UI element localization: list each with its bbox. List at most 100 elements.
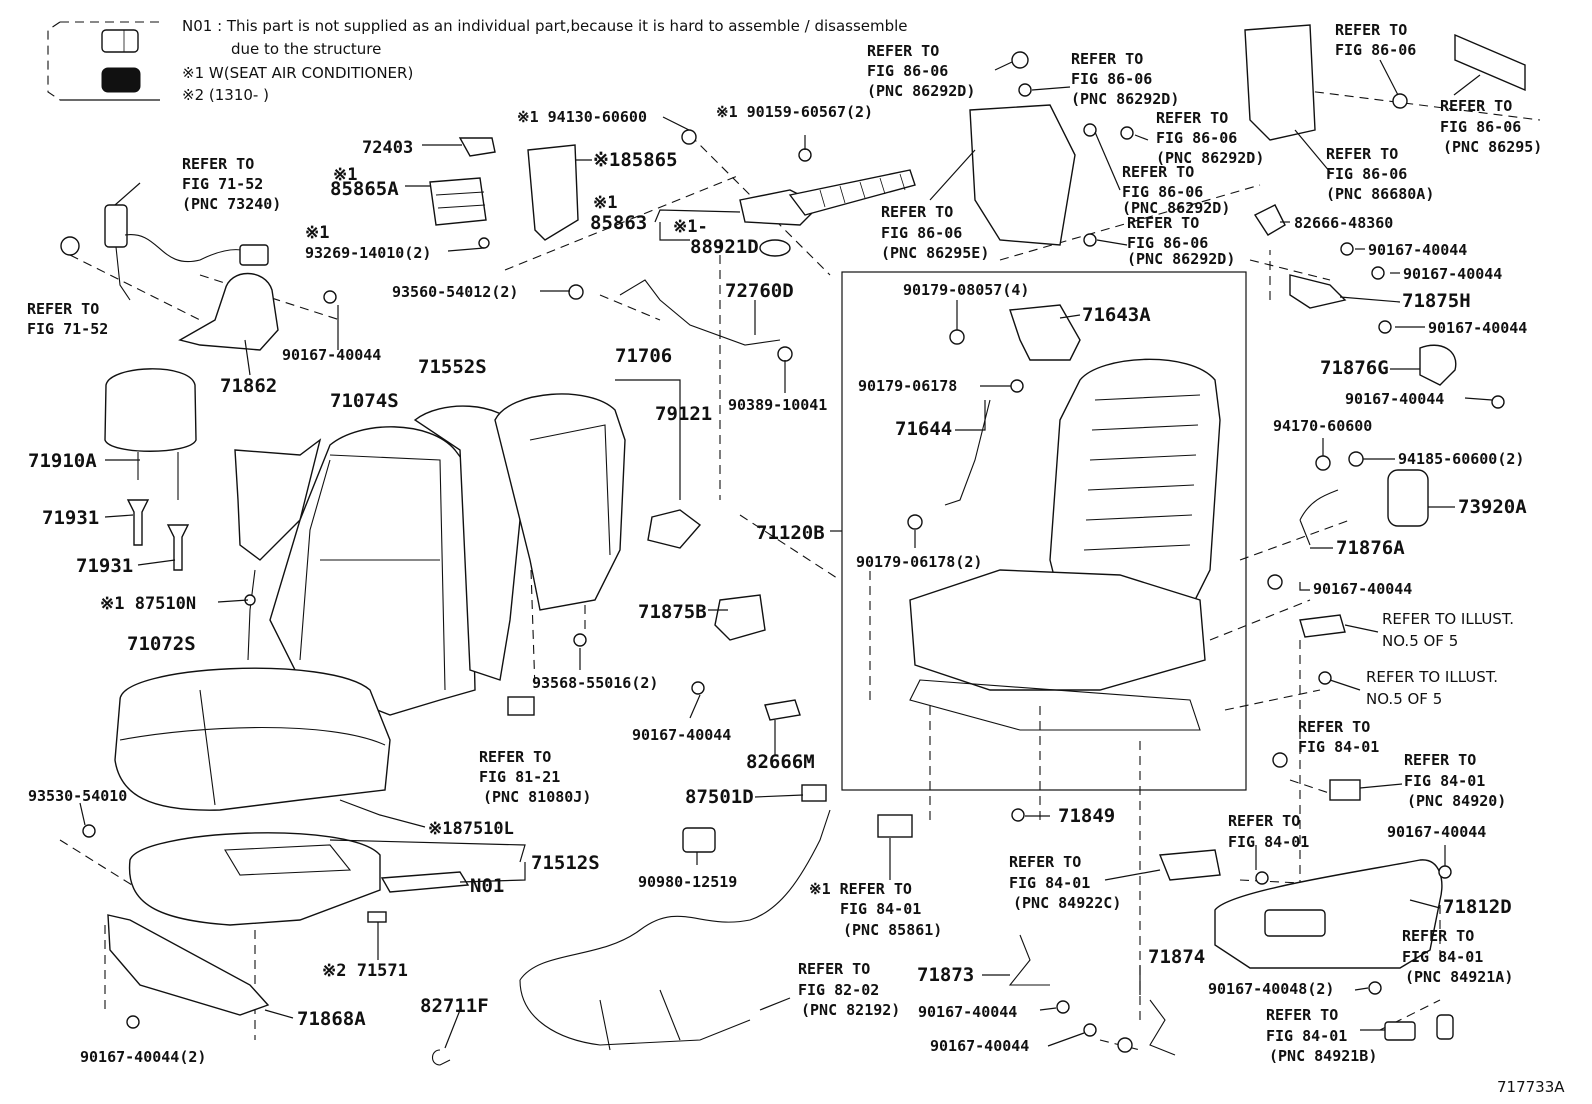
label-90179-06178: 90179-06178: [858, 377, 957, 395]
label-71931-a: 71931: [42, 507, 99, 529]
label-82666-48360: 82666-48360: [1294, 214, 1393, 232]
duct-85865-drawing: [527, 144, 579, 241]
svg-text:FIG 84-01: FIG 84-01: [1266, 1027, 1347, 1045]
shield-71812d-drawing: [1214, 859, 1443, 969]
label-71644: 71644: [895, 418, 952, 440]
label-71120b: 71120B: [756, 522, 825, 544]
label-82711f: 82711F: [420, 995, 489, 1017]
svg-text:REFER TO: REFER TO: [182, 155, 254, 173]
label-90167-e: 90167-40044: [1403, 265, 1502, 283]
label-87501d: 87501D: [685, 786, 754, 808]
reference-callouts: REFER TO FIG 71-52 (PNC 73240) REFER TO …: [27, 21, 1542, 1065]
label-94170: 94170-60600: [1273, 417, 1372, 435]
svg-text:NO.5 OF 5: NO.5 OF 5: [1366, 690, 1442, 708]
label-85863: 85863: [590, 212, 647, 234]
bolt-icon-2: [568, 284, 584, 300]
svg-text:REFER TO: REFER TO: [27, 300, 99, 318]
label-71074s: 71074S: [330, 390, 399, 412]
svg-text:REFER TO: REFER TO: [1228, 812, 1300, 830]
ref-fig-84-01-c: REFER TO FIG 84-01: [1228, 812, 1309, 851]
label-88921d: 88921D: [690, 236, 759, 258]
svg-text:(PNC 86295E): (PNC 86295E): [881, 244, 989, 262]
label-85865a: 85865A: [330, 178, 399, 200]
svg-text:(PNC 85861): (PNC 85861): [843, 921, 942, 939]
label-90980: 90980-12519: [638, 873, 737, 891]
label-71875b: 71875B: [638, 601, 707, 623]
svg-text:(PNC 86292D): (PNC 86292D): [867, 82, 975, 100]
bracket-71874-drawing: [1149, 999, 1176, 1056]
blower-85865a-drawing: [429, 177, 487, 226]
svg-text:REFER TO: REFER TO: [1266, 1006, 1338, 1024]
diagram-code: 717733A: [1497, 1078, 1565, 1096]
ref-fig-86-06-e: REFER TO FIG 86-06 (PNC 86292D): [1122, 163, 1230, 217]
label-71552s: 71552S: [418, 356, 487, 378]
cover-71552s-drawing: [413, 405, 521, 681]
nut-icon-5: [907, 514, 923, 530]
part-drawings: [60, 24, 1526, 1066]
screw-icon: [323, 290, 337, 304]
svg-text:FIG 86-06: FIG 86-06: [1071, 70, 1152, 88]
seat-cushion-frame-71120b-drawing: [909, 569, 1206, 691]
svg-text:REFER TO: REFER TO: [1326, 145, 1398, 163]
bracket-82666m-drawing: [764, 699, 801, 721]
label-72760d: 72760D: [725, 280, 794, 302]
nut-icon: [681, 129, 697, 145]
ref-fig-86-06-d: REFER TO FIG 86-06 (PNC 86295E): [881, 203, 989, 262]
label-90167-g: 90167-40044: [1345, 390, 1444, 408]
label-93269: 93269-14010(2): [305, 244, 431, 262]
label-71874: 71874: [1148, 946, 1205, 968]
assembly-lines: [59, 89, 1541, 1051]
label-71931-b: 71931: [76, 555, 133, 577]
ref-fig-81-21: REFER TO FIG 81-21 (PNC 81080J): [479, 748, 591, 806]
label-79121: 79121: [655, 403, 712, 425]
label-71849: 71849: [1058, 805, 1115, 827]
cover-71876g-drawing: [1419, 344, 1457, 386]
cover-71875h-drawing: [1289, 274, 1347, 309]
svg-text:FIG 84-01: FIG 84-01: [1228, 833, 1309, 851]
ref-fig-86-06-a: REFER TO FIG 86-06 (PNC 86292D): [867, 42, 975, 100]
label-72403: 72403: [362, 138, 413, 158]
svg-text:(PNC 84922C): (PNC 84922C): [1013, 894, 1121, 912]
svg-text:REFER TO: REFER TO: [867, 42, 939, 60]
ref-fig-86-06-b: REFER TO FIG 86-06 (PNC 86292D): [1071, 50, 1179, 108]
label-90179-08057: 90179-08057(4): [903, 281, 1029, 299]
label-71873: 71873: [917, 964, 974, 986]
label-88921d-prefix: ※1-: [673, 217, 708, 237]
label-x1-c: ※1: [593, 193, 617, 213]
rod-72760d-drawing: [619, 279, 781, 346]
ref-fig-84-01-f: REFER TO FIG 84-01 (PNC 84921A): [1402, 927, 1513, 986]
clip-icon-3: [1083, 123, 1097, 137]
sensor-87501d-drawing: [801, 784, 827, 802]
svg-text:FIG 71-52: FIG 71-52: [182, 175, 263, 193]
back-frame-71706-drawing: [494, 393, 626, 611]
svg-text:FIG 84-01: FIG 84-01: [1402, 948, 1483, 966]
heater-n01-drawing: [380, 871, 470, 893]
svg-text:FIG 86-06: FIG 86-06: [1156, 129, 1237, 147]
legend-part-filled-icon: [101, 67, 141, 93]
svg-text:REFER TO: REFER TO: [1335, 21, 1407, 39]
svg-text:FIG 82-02: FIG 82-02: [798, 981, 879, 999]
ref-fig-84-01-e: REFER TO FIG 84-01 (PNC 84920): [1404, 751, 1506, 810]
label-71643a: 71643A: [1082, 304, 1151, 326]
svg-text:FIG 84-01: FIG 84-01: [840, 900, 921, 918]
ref-fig-82-02: REFER TO FIG 82-02 (PNC 82192): [798, 960, 900, 1019]
ref-fig-71-52-a: REFER TO FIG 71-52 (PNC 73240): [182, 155, 281, 213]
svg-text:※1 REFER TO: ※1 REFER TO: [809, 880, 912, 898]
svg-text:REFER TO: REFER TO: [1122, 163, 1194, 181]
svg-text:(PNC 84920): (PNC 84920): [1407, 792, 1506, 810]
legend-x2-note: ※2 (1310- ): [182, 86, 269, 104]
clip-icon-5: [1083, 233, 1097, 247]
svg-text:FIG 86-06: FIG 86-06: [881, 224, 962, 242]
seat-cushion-71072s-drawing: [114, 667, 391, 811]
seat-pad-71512s-drawing: [128, 832, 381, 926]
svg-text:(PNC 86292D): (PNC 86292D): [1071, 90, 1179, 108]
shield-71862-drawing: [178, 273, 279, 351]
ref-fig-86-06-c: REFER TO FIG 86-06 (PNC 86292D): [1156, 109, 1264, 167]
svg-text:REFER TO: REFER TO: [1440, 97, 1512, 115]
legend-part-outline-icon: [101, 29, 139, 53]
connector-90980-drawing: [682, 827, 716, 853]
label-71876a: 71876A: [1336, 537, 1405, 559]
label-x1-a: ※1: [333, 165, 357, 185]
label-90167-h: 90167-40044: [1313, 580, 1412, 598]
svg-text:REFER TO: REFER TO: [1127, 214, 1199, 232]
